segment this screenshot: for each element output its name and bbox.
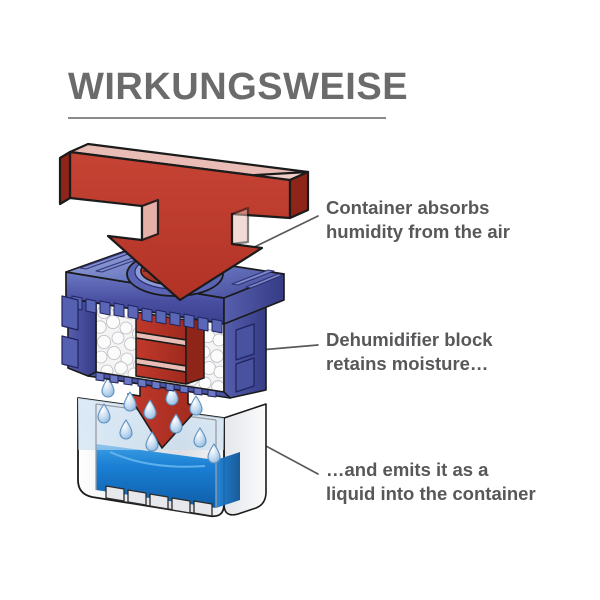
housing-latch-tabs (61, 295, 79, 369)
droplet (165, 385, 179, 406)
water-droplets-group (97, 377, 221, 464)
callout-2-line-1: Dehumidifier block (326, 329, 493, 350)
arrow-notch-bevel-right (230, 206, 250, 246)
arrow-notch-bevel (140, 198, 160, 242)
droplet (119, 419, 133, 440)
collected-water-group (96, 444, 216, 508)
airflow-arrow (58, 142, 310, 302)
callout-3-line-1: …and emits it as a (326, 459, 489, 480)
page-title: WIRKUNGSWEISE (68, 66, 409, 108)
title-block: WIRKUNGSWEISE (68, 66, 409, 119)
arrow-right-extrusion (288, 170, 310, 220)
callout-emits-liquid: …and emits it as a liquid into the conta… (326, 458, 536, 507)
droplet (169, 413, 183, 434)
title-underline-rule (68, 116, 386, 119)
callout-3-line-2: liquid into the container (326, 483, 536, 505)
droplet (143, 399, 157, 420)
water-surface-highlight (109, 451, 206, 468)
arrow-left-extrusion (58, 150, 72, 206)
droplet (193, 427, 207, 448)
dehumidifier-block (135, 311, 205, 385)
collected-water-side (216, 452, 240, 508)
droplet (145, 431, 159, 452)
callout-1-line-2: humidity from the air (326, 221, 510, 243)
droplet (207, 443, 221, 464)
housing-latch-tabs-right (235, 323, 255, 393)
callout-dehumidifier-block: Dehumidifier block retains moisture… (326, 328, 493, 377)
droplet (189, 395, 203, 416)
reservoir-base-feet (105, 485, 213, 517)
collected-water (96, 444, 216, 508)
callout-container-absorbs: Container absorbs humidity from the air (326, 196, 510, 245)
callout-1-line-1: Container absorbs (326, 197, 490, 218)
droplet (123, 391, 137, 412)
callout-2-line-2: retains moisture… (326, 353, 489, 375)
droplet (101, 377, 115, 398)
droplet (97, 403, 111, 424)
